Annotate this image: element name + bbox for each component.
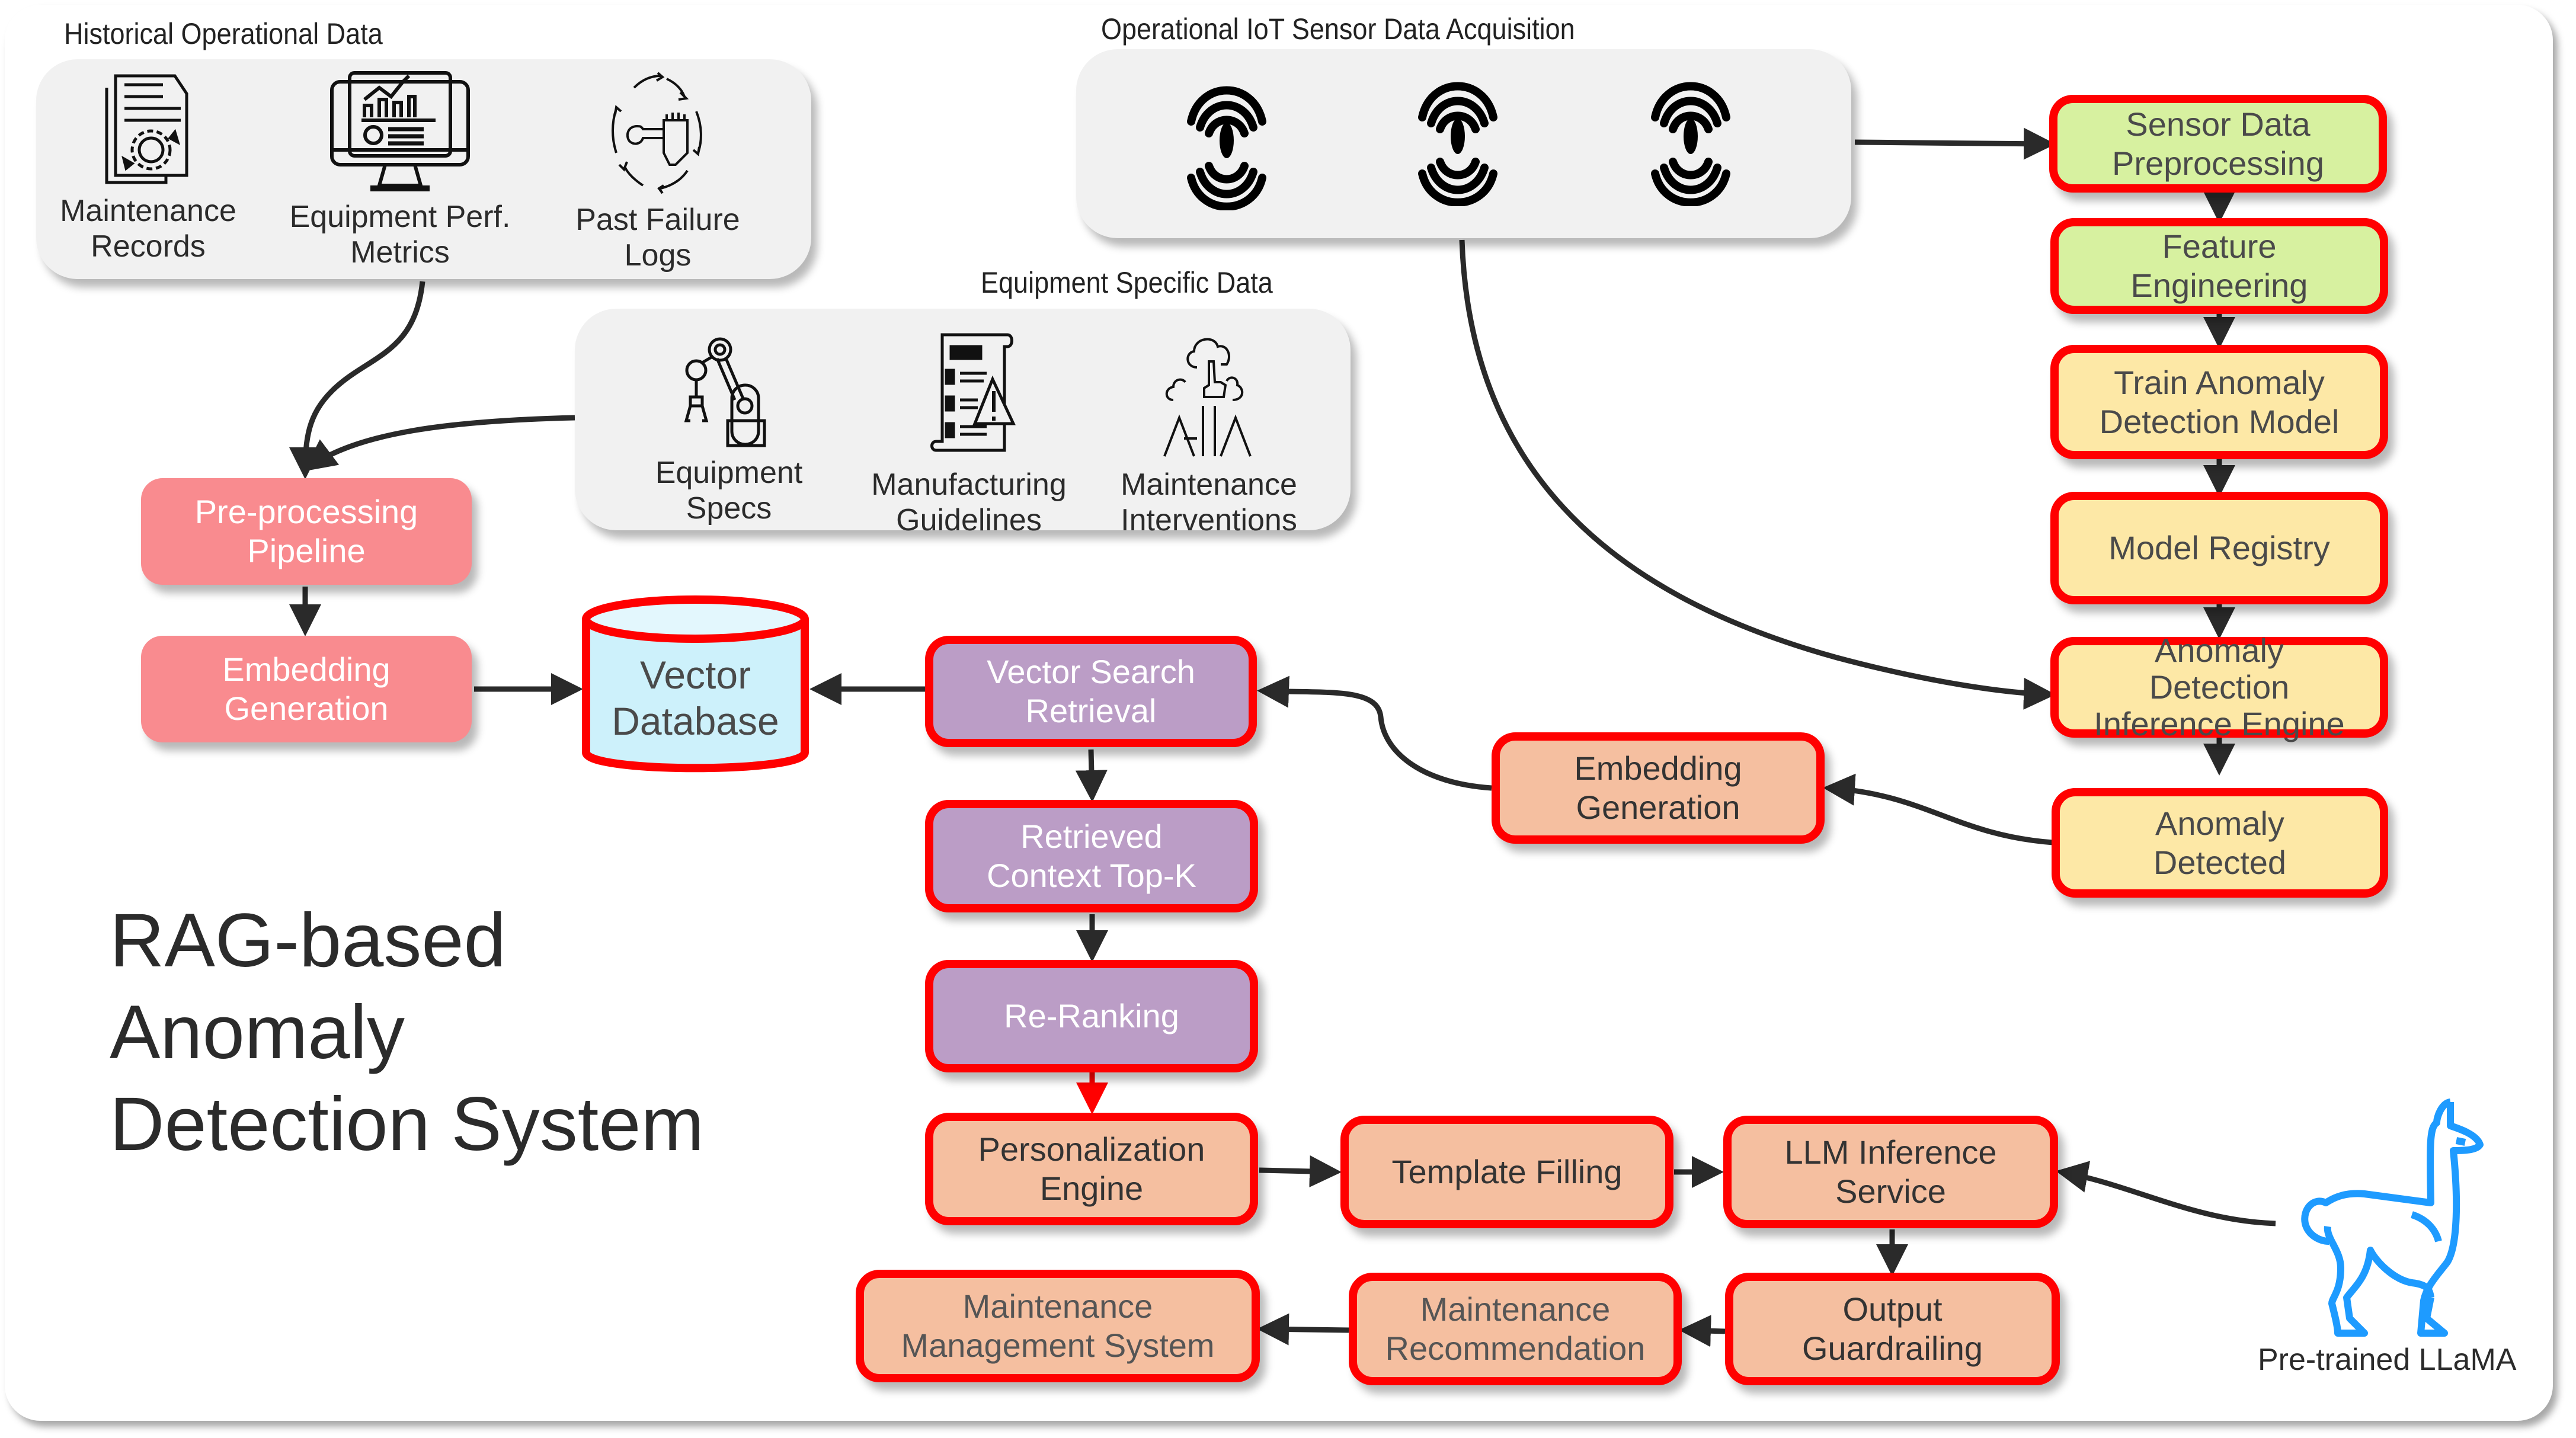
edge-llama-to-llm <box>2056 1161 2276 1226</box>
vector-database-cylinder-icon[interactable] <box>581 595 809 779</box>
node-llm-inference-service[interactable]: LLM Inference Service <box>1723 1116 2058 1228</box>
sensor-signal-icon <box>1418 82 1497 206</box>
source-maintenance-records: Maintenance Records <box>53 70 243 264</box>
node-anomaly-detected[interactable]: Anomaly Detected <box>2052 788 2388 898</box>
iot-group-title: Operational IoT Sensor Data Acquisition <box>1101 12 1575 46</box>
equipment-metrics-label: Equipment Perf. Metrics <box>289 200 511 270</box>
source-equipment-specs: Equipment Specs <box>628 332 830 526</box>
node-template-filling[interactable]: Template Filling <box>1340 1116 1673 1228</box>
node-personalization-engine[interactable]: Personalization Engine <box>925 1113 1258 1225</box>
sensor-signal-icon <box>1651 82 1730 206</box>
past-failure-logs-label: Past Failure Logs <box>575 203 740 273</box>
maintenance-records-icon <box>105 74 188 184</box>
node-anomaly-detection-inference-engine[interactable]: Anomaly Detection Inference Engine <box>2050 632 2388 742</box>
node-output-guardrailing[interactable]: Output Guardrailing <box>1725 1273 2060 1385</box>
robotic-arm-icon <box>684 337 766 447</box>
sensor-signal-icon <box>1187 86 1266 210</box>
edge-iot-to-inference <box>1459 239 2056 710</box>
equipment-metrics-monitor-icon <box>330 71 470 191</box>
edge-iot-to-sensor-preprocessing <box>1854 127 2056 160</box>
maintenance-interventions-label: Maintenance Interventions <box>1121 467 1297 537</box>
historical-group-title: Historical Operational Data <box>64 17 383 50</box>
edge-search-to-retrieved <box>1075 749 1108 802</box>
source-maintenance-interventions: Maintenance Interventions <box>1102 329 1316 538</box>
node-embedding-generation-ingest[interactable]: Embedding Generation <box>141 636 472 742</box>
node-feature-engineering[interactable]: Feature Engineering <box>2050 218 2388 314</box>
node-vector-search-retrieval[interactable]: Vector Search Retrieval <box>925 636 1257 747</box>
cloud-hand-icon <box>1163 338 1252 457</box>
node-maintenance-management-system[interactable]: Maintenance Management System <box>856 1270 1260 1382</box>
maintenance-records-label: Maintenance Records <box>60 194 236 264</box>
node-maintenance-recommendation[interactable]: Maintenance Recommendation <box>1349 1273 1682 1385</box>
edge-output-to-recommendation <box>1679 1315 1726 1347</box>
edge-equipment-to-preprocessing <box>303 415 575 472</box>
manufacturing-guidelines-label: Manufacturing Guidelines <box>871 467 1067 537</box>
vector-database-label: Vector Database <box>612 653 779 743</box>
source-manufacturing-guidelines: Manufacturing Guidelines <box>859 329 1079 538</box>
source-past-failure-logs: Past Failure Logs <box>551 70 764 273</box>
node-train-anomaly-detection-model[interactable]: Train Anomaly Detection Model <box>2050 345 2388 459</box>
node-preprocessing-pipeline[interactable]: Pre-processing Pipeline <box>141 478 472 585</box>
edge-detected-to-embedding <box>1823 773 2054 845</box>
source-equipment-metrics: Equipment Perf. Metrics <box>281 70 519 270</box>
node-model-registry[interactable]: Model Registry <box>2050 492 2388 604</box>
equipment-group-title: Equipment Specific Data <box>981 266 1273 299</box>
edge-historical-to-preprocessing <box>289 281 425 479</box>
node-sensor-data-preprocessing[interactable]: Sensor Data Preprocessing <box>2049 95 2387 193</box>
llama-icon <box>2301 1098 2484 1337</box>
failure-log-cycle-icon <box>612 72 702 194</box>
guidelines-warning-icon <box>930 333 1016 452</box>
diagram-title: RAG-based Anomaly Detection System <box>110 898 705 1167</box>
equipment-specs-label: Equipment Specs <box>655 456 803 526</box>
llama-label: Pre-trained LLaMA <box>2258 1343 2517 1377</box>
edge-personalization-to-template <box>1259 1155 1342 1187</box>
historical-data-group <box>36 59 811 279</box>
node-retrieved-context-top-k[interactable]: Retrieved Context Top-K <box>925 800 1258 912</box>
edge-recommendation-to-mms <box>1257 1313 1349 1346</box>
node-re-ranking[interactable]: Re-Ranking <box>925 960 1258 1072</box>
node-embedding-generation-query[interactable]: Embedding Generation <box>1492 732 1825 844</box>
